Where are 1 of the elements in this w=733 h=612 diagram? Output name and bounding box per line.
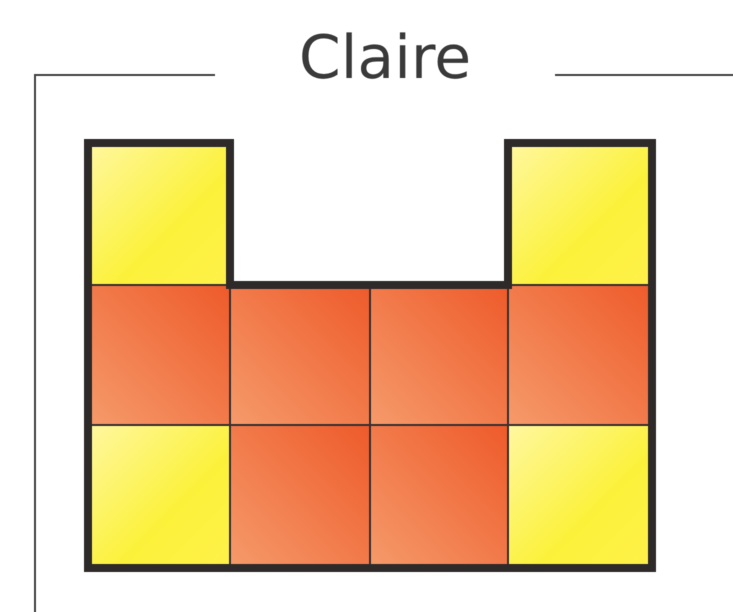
title: Claire [298, 28, 472, 88]
